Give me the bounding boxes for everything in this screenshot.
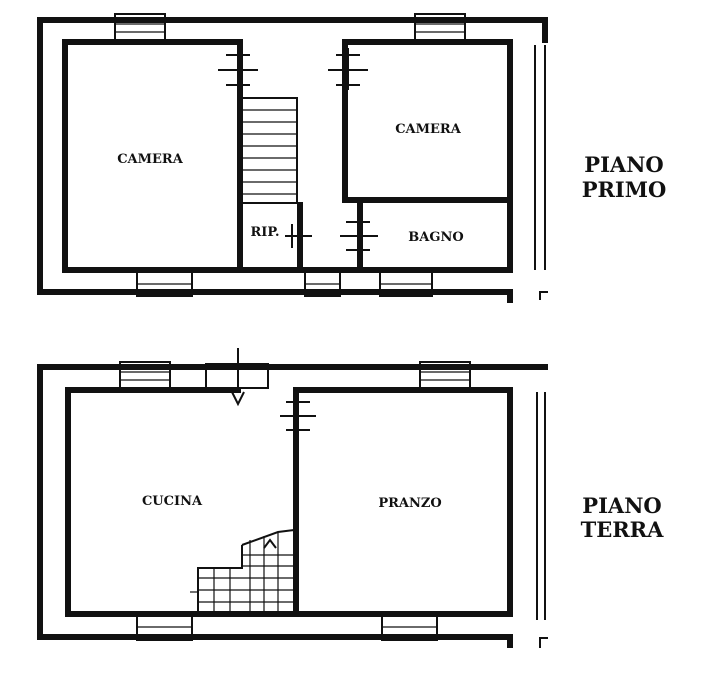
room-label-pranzo: PRANZO bbox=[378, 496, 441, 511]
door-camera-left bbox=[218, 48, 258, 90]
floor-title-primo-line2: PRIMO bbox=[582, 177, 667, 202]
staircase-upper bbox=[239, 97, 298, 204]
window-ground-top-right bbox=[419, 361, 471, 391]
ground-right-edge bbox=[536, 392, 548, 648]
room-label-bagno: BAGNO bbox=[408, 230, 463, 245]
upper-floor-plan: CAMERA CAMERA RIP. BAGNO PIANO PRIMO bbox=[37, 13, 667, 303]
ground-floor-plan: CUCINA PRANZO PIANO TERRA bbox=[37, 348, 665, 648]
window-bottom-right bbox=[379, 269, 433, 297]
door-pranzo bbox=[280, 392, 316, 438]
upper-outer-wall bbox=[37, 17, 548, 303]
staircase-lower bbox=[190, 528, 295, 614]
window-bottom-left bbox=[136, 269, 193, 297]
window-bottom-mid bbox=[304, 269, 341, 297]
room-label-ripostiglio: RIP. bbox=[250, 225, 279, 240]
window-top-right bbox=[414, 13, 466, 45]
window-ground-top-left bbox=[119, 361, 171, 391]
upper-right-edge bbox=[534, 45, 548, 300]
ground-outer-wall bbox=[37, 364, 548, 648]
camera-right-walls bbox=[342, 39, 513, 203]
room-label-camera-right: CAMERA bbox=[395, 122, 462, 137]
room-label-cucina: CUCINA bbox=[142, 494, 203, 509]
door-camera-right bbox=[328, 48, 368, 90]
floor-title-terra-line1: PIANO bbox=[582, 493, 661, 518]
window-top-left bbox=[114, 13, 166, 45]
floor-title-terra-line2: TERRA bbox=[581, 517, 665, 542]
door-ripostiglio bbox=[285, 224, 312, 248]
room-label-camera-left: CAMERA bbox=[117, 152, 184, 167]
entrance-door bbox=[205, 348, 269, 407]
door-bagno bbox=[340, 212, 378, 262]
floor-title-primo-line1: PIANO bbox=[584, 152, 663, 177]
